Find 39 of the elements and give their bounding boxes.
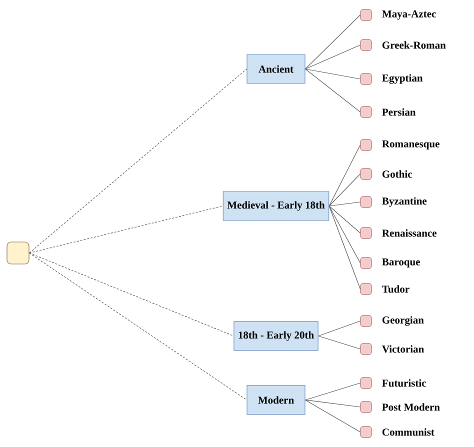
item-label: Baroque: [382, 258, 420, 268]
connector: [328, 202, 361, 206]
connector: [305, 14, 361, 70]
connector: [305, 44, 361, 70]
item-label: Victorian: [382, 345, 424, 353]
connector: [318, 320, 361, 336]
connector: [328, 206, 361, 290]
root-box: [6, 242, 30, 264]
category-box: Modern: [246, 385, 306, 415]
connector: [305, 400, 361, 408]
item-label: Egyptian: [382, 74, 423, 84]
category-box: Medieval - Early 18th: [222, 191, 330, 221]
connector: [328, 174, 361, 206]
item-label: Greek-Roman: [382, 41, 446, 49]
category-box: Ancient: [246, 54, 306, 84]
dashed-connector: [29, 252, 234, 336]
dashed-connector: [29, 68, 247, 254]
item-label: Tudor: [382, 285, 410, 293]
connector: [328, 206, 361, 234]
connector: [328, 206, 361, 264]
item-label: Persian: [382, 108, 416, 116]
item-label: Futuristic: [382, 379, 426, 387]
dashed-connector: [29, 252, 247, 400]
connector: [305, 68, 361, 80]
connector: [318, 336, 361, 350]
connector: [328, 144, 361, 206]
item-label: Communist: [382, 428, 434, 436]
item-label: Gothic: [382, 170, 412, 178]
dashed-connector: [29, 206, 224, 254]
item-label: Georgian: [382, 316, 424, 326]
connector: [305, 382, 361, 400]
item-label: Post Modern: [382, 403, 440, 411]
item-label: Renaissance: [382, 229, 436, 237]
connector: [305, 400, 361, 432]
connector: [305, 68, 361, 112]
item-label: Byzantine: [382, 197, 427, 207]
item-label: Romanesque: [382, 140, 440, 150]
category-box: 18th - Early 20th: [234, 321, 318, 351]
item-label: Maya-Aztec: [382, 10, 436, 20]
